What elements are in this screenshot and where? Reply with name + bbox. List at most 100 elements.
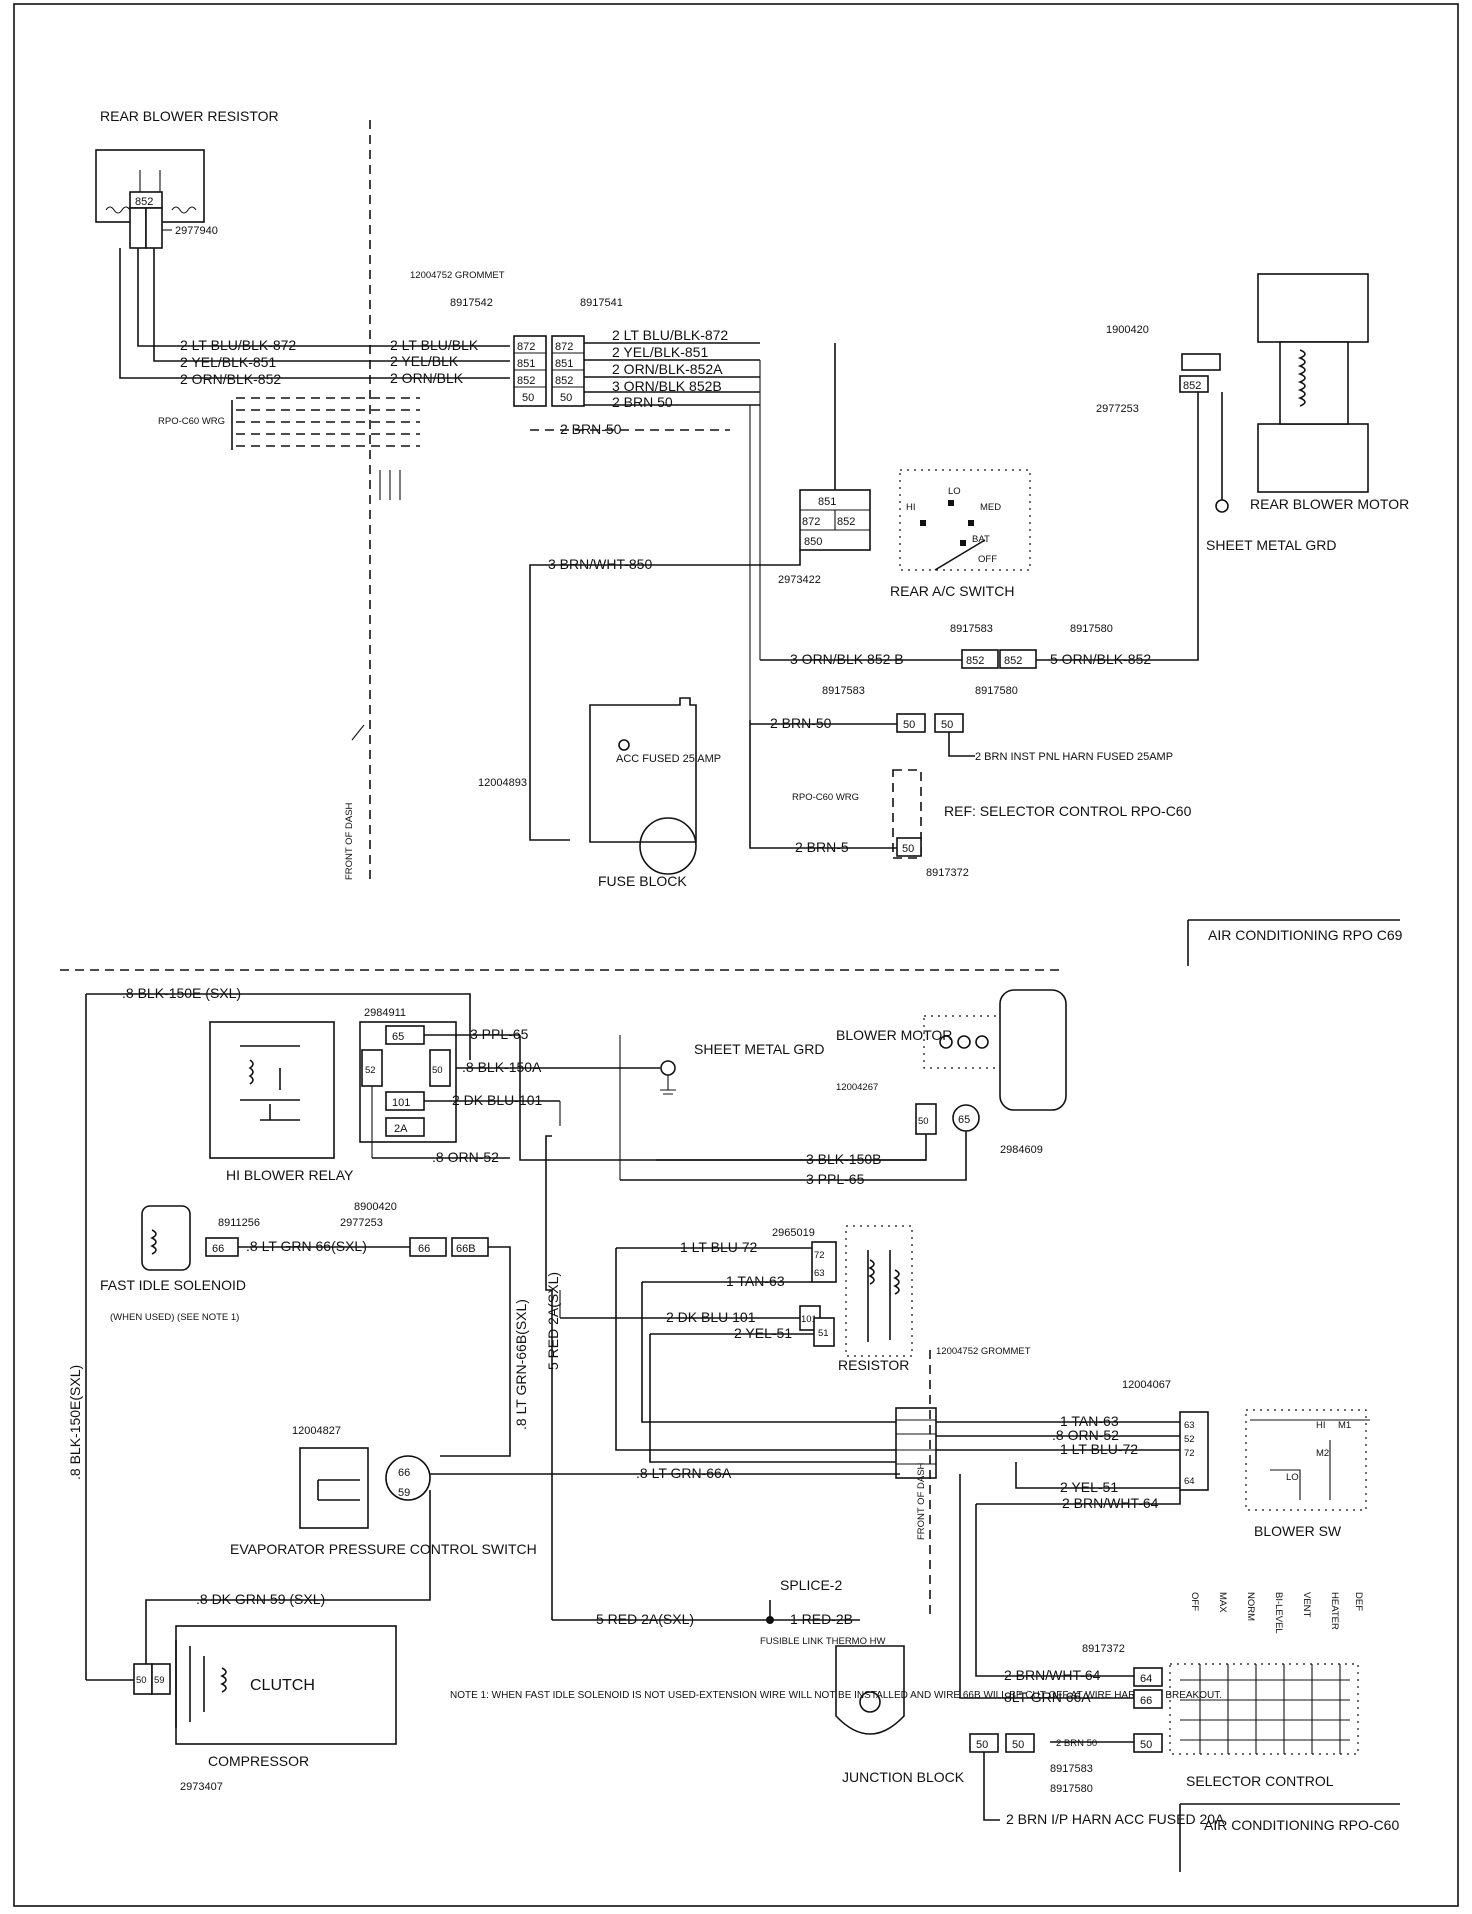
- w-ltblu72-label: 1 LT BLU 72: [680, 1239, 758, 1255]
- part-8900420: 8900420: [354, 1201, 397, 1213]
- pin-851-l: 851: [517, 358, 535, 370]
- pin-50-motor: 50: [918, 1116, 929, 1127]
- pin-72: 72: [814, 1250, 825, 1261]
- selector-mode-max: MAX: [1217, 1592, 1228, 1613]
- pin-50-r: 50: [560, 392, 572, 404]
- sw-med: MED: [980, 502, 1001, 513]
- pin-50b: 50: [941, 719, 953, 731]
- part-8917580a: 8917580: [1070, 623, 1113, 635]
- pin-59-comp: 59: [154, 1675, 165, 1686]
- splice-label: SPLICE-2: [780, 1577, 842, 1593]
- page-border: [13, 3, 1459, 1907]
- part-2973422: 2973422: [778, 574, 821, 586]
- part-12004827: 12004827: [292, 1425, 341, 1437]
- hi-blower-relay: [209, 1021, 335, 1159]
- pin-852-sw: 852: [837, 516, 855, 528]
- part-8917583b: 8917583: [822, 685, 865, 697]
- connector-50-sel: [1133, 1733, 1163, 1753]
- rear-ac-switch: HI LO MED BAT OFF: [899, 469, 1031, 571]
- brnwht850-label: 3 BRN/WHT-850: [548, 556, 652, 572]
- ground-icon: [1215, 499, 1229, 513]
- part-8917372-bottom: 8917372: [1082, 1643, 1125, 1655]
- fast-idle-solenoid: [141, 1205, 191, 1271]
- junction-block: [835, 1645, 905, 1735]
- pin-851-r: 851: [555, 358, 573, 370]
- part-8917541: 8917541: [580, 297, 623, 309]
- pin-64: 64: [1140, 1673, 1152, 1685]
- mid-851-label: 2 YEL/BLK: [390, 353, 459, 369]
- r-851-label: 2 YEL/BLK-851: [612, 344, 708, 360]
- mid-872-label: 2 LT BLU/BLK: [390, 337, 479, 353]
- part-8917580b: 8917580: [975, 685, 1018, 697]
- w-tan63-label: 1 TAN-63: [726, 1273, 785, 1289]
- selector-control: [1169, 1663, 1359, 1755]
- connector-59-comp: [151, 1663, 171, 1695]
- w-dkblu101-label: 2 DK BLU-101: [452, 1092, 542, 1108]
- part-2973407: 2973407: [180, 1781, 223, 1793]
- ref-selector-label: REF: SELECTOR CONTROL RPO-C60: [944, 803, 1192, 819]
- w-ltgrn66a-label: .8 LT GRN-66A: [636, 1465, 732, 1481]
- w-ppl65-label: 3 PPL-65: [470, 1026, 529, 1042]
- s-brnwht64-label: 2 BRN/WHT-64: [1004, 1667, 1101, 1683]
- connector-852b: [961, 649, 999, 669]
- pin-850-sw: 850: [804, 536, 822, 548]
- connector-66-sel: [1133, 1689, 1163, 1709]
- wire-852-label: 2 ORN/BLK-852: [180, 371, 281, 387]
- mid-852-label: 2 ORN/BLK: [390, 370, 464, 386]
- pin-63-sw: 63: [1184, 1420, 1195, 1431]
- part-2977253: 2977253: [1096, 403, 1139, 415]
- connector-872: [129, 207, 147, 249]
- pin-59-evap: 59: [398, 1487, 410, 1499]
- pin-50d: 50: [976, 1739, 988, 1751]
- pin-50-relay: 50: [432, 1065, 443, 1076]
- pin-852-l: 852: [517, 375, 535, 387]
- pin-52-sw: 52: [1184, 1434, 1195, 1445]
- fusible-label: FUSIBLE LINK THERMO HW: [760, 1636, 885, 1647]
- bsw-hi: HI: [1316, 1420, 1326, 1431]
- sw-lo: LO: [948, 486, 961, 497]
- w-inst-label: 2 BRN INST PNL HARN FUSED 25AMP: [975, 751, 1173, 763]
- w-ltgrn66b-label: .8 LT GRN-66B(SXL): [513, 1299, 529, 1430]
- pin-50a: 50: [903, 719, 915, 731]
- bsw-m1: M1: [1338, 1420, 1351, 1431]
- rear-blower-motor-label: REAR BLOWER MOTOR: [1250, 496, 1409, 512]
- connector-63-72: [811, 1241, 837, 1283]
- evap-connector: [385, 1455, 431, 1501]
- hi-blower-relay-label: HI BLOWER RELAY: [226, 1167, 354, 1183]
- pin-65: 65: [392, 1031, 404, 1043]
- rear-blower-section: REAR BLOWER RESISTOR 852 2977940 2 LT BL…: [95, 108, 1409, 966]
- rear-ac-switch-label: REAR A/C SWITCH: [890, 583, 1014, 599]
- clutch-label: CLUTCH: [250, 1677, 315, 1694]
- rear-blower-motor: 852: [1179, 273, 1369, 493]
- w-red2b-label: 1 RED-2B: [790, 1611, 853, 1627]
- pin-66-sel: 66: [1140, 1695, 1152, 1707]
- compressor-label: COMPRESSOR: [208, 1753, 309, 1769]
- w-red2a-b-label: 5 RED 2A(SXL): [596, 1611, 694, 1627]
- sw-bat: BAT: [972, 534, 990, 545]
- acc-fused-label: ACC FUSED 25 AMP: [616, 753, 721, 765]
- selector-mode-norm: NORM: [1245, 1592, 1256, 1621]
- part-12004067: 12004067: [1122, 1379, 1171, 1391]
- pin-52: 52: [365, 1065, 376, 1076]
- part-2977940: 2977940: [175, 225, 218, 237]
- r-ltblu72-label: 1 LT BLU-72: [1060, 1441, 1138, 1457]
- pin-72-sw: 72: [1184, 1448, 1195, 1459]
- w-dkblu101b-label: 2 DK BLU 101: [666, 1309, 756, 1325]
- pin-872-sw: 872: [802, 516, 820, 528]
- connector-50a: [896, 713, 926, 733]
- pin-65-motor: 65: [958, 1114, 970, 1126]
- note-1: NOTE 1: WHEN FAST IDLE SOLENOID IS NOT U…: [450, 1690, 1222, 1701]
- fast-idle-label: FAST IDLE SOLENOID: [100, 1277, 246, 1293]
- part-8917583a: 8917583: [950, 623, 993, 635]
- blk150e-label: .8 BLK-150E (SXL): [122, 985, 241, 1001]
- pin-50-comp: 50: [136, 1675, 147, 1686]
- pin-852c: 852: [1004, 655, 1022, 667]
- grommet-label: 12004752 GROMMET: [410, 270, 505, 281]
- pin-101-res: 101: [801, 1314, 817, 1325]
- ref-selector-box: [892, 769, 922, 859]
- front-of-dash-label-2: FRONT OF DASH: [916, 1462, 927, 1540]
- w-yel51-label: 2 YEL-51: [734, 1325, 792, 1341]
- bsw-lo: LO: [1286, 1472, 1299, 1483]
- rear-ac-switch-connector: 851 872 852 850: [799, 489, 871, 551]
